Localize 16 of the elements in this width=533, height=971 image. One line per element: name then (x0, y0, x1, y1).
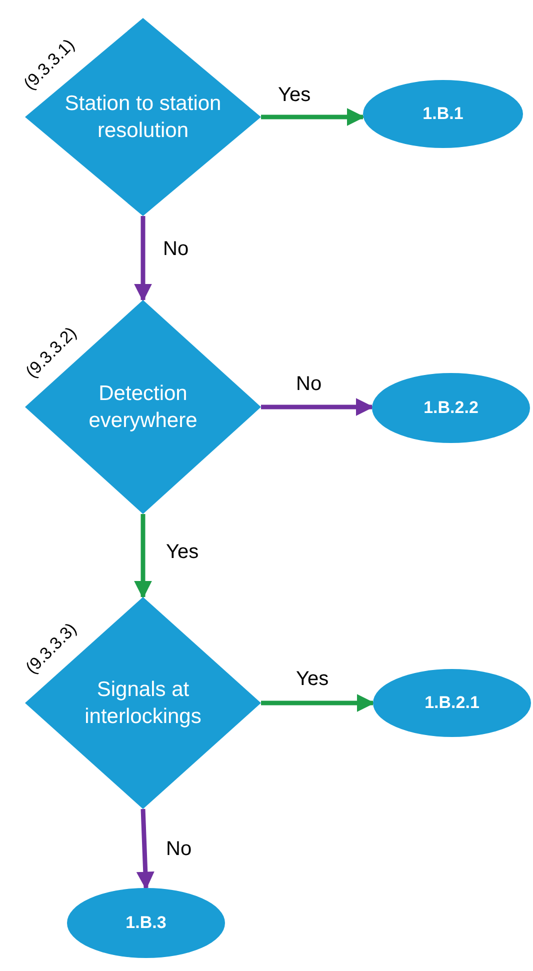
arrow (261, 398, 374, 416)
edge-label: Yes (166, 541, 199, 564)
arrow (261, 108, 365, 126)
terminal-ellipse: 1.B.2.2 (372, 373, 530, 443)
edge-label: No (163, 238, 189, 261)
edge-label: Yes (296, 668, 329, 691)
edge-label: Yes (278, 84, 311, 107)
terminal-ellipse: 1.B.2.1 (373, 669, 531, 737)
arrow (134, 514, 152, 599)
terminal-ellipse: 1.B.3 (67, 888, 225, 958)
terminal-ellipse: 1.B.1 (363, 80, 523, 148)
arrow (261, 694, 375, 712)
arrow (136, 808, 154, 890)
edge-label: No (166, 838, 192, 861)
arrow (134, 216, 152, 302)
edge-label: No (296, 373, 322, 396)
